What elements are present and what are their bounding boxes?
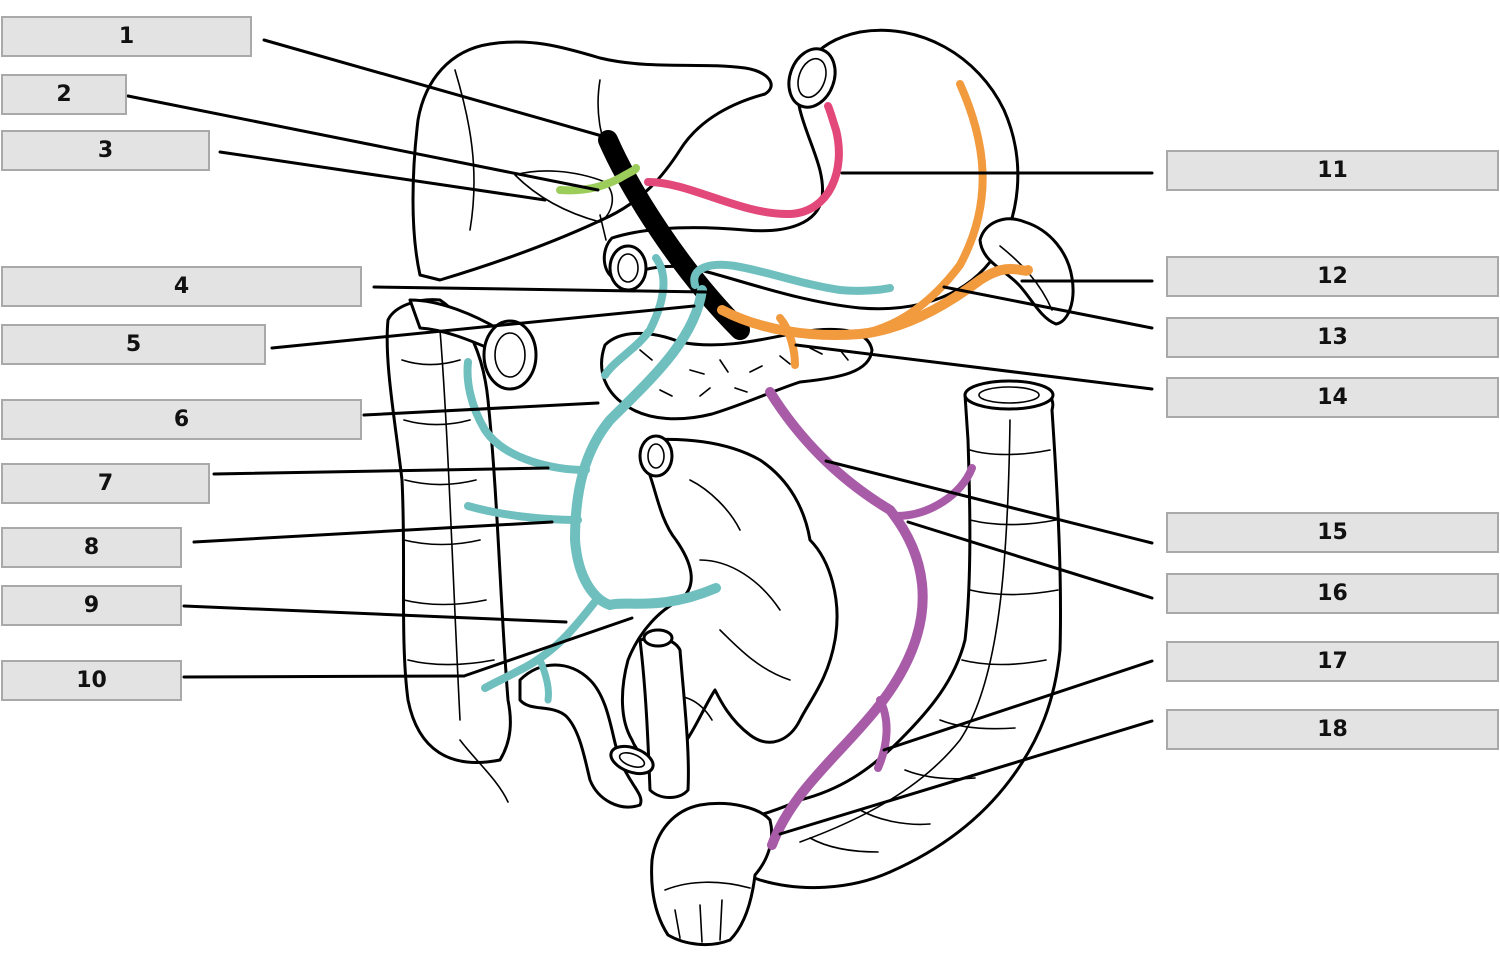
label-box-8[interactable]: 8	[1, 527, 182, 568]
label-box-12[interactable]: 12	[1166, 256, 1499, 297]
label-text-11: 11	[1317, 158, 1348, 183]
label-text-9: 9	[83, 593, 100, 618]
label-box-7[interactable]: 7	[1, 463, 210, 504]
leader-7	[212, 466, 550, 476]
label-text-18: 18	[1317, 717, 1348, 742]
label-box-6[interactable]: 6	[1, 399, 362, 440]
label-text-2: 2	[56, 82, 72, 107]
small-intestine	[518, 434, 839, 809]
label-text-12: 12	[1317, 264, 1348, 289]
label-text-5: 5	[125, 332, 142, 357]
label-box-2[interactable]: 2	[1, 74, 127, 115]
pancreaticoduodenal-vein	[601, 254, 668, 379]
label-box-18[interactable]: 18	[1166, 709, 1499, 750]
stomach	[602, 28, 1031, 311]
superior-mesenteric-vein	[570, 285, 721, 610]
left-gastric-vein	[644, 102, 843, 219]
label-box-11[interactable]: 11	[1166, 150, 1499, 191]
leader-17	[882, 659, 1154, 752]
label-box-15[interactable]: 15	[1166, 512, 1499, 553]
descending-colon	[708, 379, 1063, 890]
rectum	[650, 801, 774, 946]
leader-lines	[126, 38, 1154, 836]
right-colic-vein	[464, 502, 582, 524]
label-text-13: 13	[1317, 325, 1348, 350]
splenic-vein	[717, 264, 1033, 340]
label-text-14: 14	[1317, 385, 1348, 410]
middle-colic-vein	[463, 358, 590, 474]
leader-1	[262, 38, 604, 138]
sigmoid-vein	[874, 696, 891, 772]
leader-6	[362, 401, 600, 417]
label-text-17: 17	[1317, 649, 1348, 674]
label-text-6: 6	[173, 407, 190, 432]
leader-10	[182, 674, 466, 679]
label-text-4: 4	[173, 274, 190, 299]
label-box-16[interactable]: 16	[1166, 573, 1499, 614]
leader-4	[372, 285, 708, 294]
label-text-1: 1	[118, 24, 135, 49]
leader-15	[824, 459, 1154, 545]
label-box-17[interactable]: 17	[1166, 641, 1499, 682]
leader-18	[778, 719, 1154, 836]
label-text-10: 10	[76, 668, 107, 693]
cystic-vein	[556, 164, 640, 195]
label-box-9[interactable]: 9	[1, 585, 182, 626]
leader-5	[270, 304, 696, 350]
label-text-16: 16	[1317, 581, 1348, 606]
ileal-vein	[536, 656, 552, 704]
label-text-3: 3	[97, 138, 114, 163]
label-box-3[interactable]: 3	[1, 130, 210, 171]
leader-13	[942, 285, 1154, 330]
label-text-8: 8	[83, 535, 100, 560]
left-gastroepiploic-vein	[856, 80, 987, 338]
leader-10b	[462, 616, 634, 678]
label-box-13[interactable]: 13	[1166, 317, 1499, 358]
leader-16	[906, 520, 1154, 600]
liver	[411, 40, 773, 282]
leader-14	[794, 343, 1154, 391]
leader-8	[192, 520, 554, 544]
label-box-1[interactable]: 1	[1, 16, 252, 57]
leader-3	[218, 150, 547, 202]
leader-9	[182, 604, 568, 624]
label-text-7: 7	[97, 471, 114, 496]
label-box-10[interactable]: 10	[1, 660, 182, 701]
label-box-4[interactable]: 4	[1, 266, 362, 307]
pancreatic-vein	[776, 314, 799, 369]
ileocolic-vein	[481, 594, 602, 692]
inferior-mesenteric-vein	[765, 387, 928, 850]
right-gastric-vein	[690, 260, 894, 295]
label-text-15: 15	[1317, 520, 1348, 545]
transverse-colon	[408, 298, 538, 391]
portal-vein	[598, 130, 750, 340]
leader-2	[126, 94, 600, 192]
label-box-5[interactable]: 5	[1, 324, 266, 365]
left-colic-vein	[892, 464, 976, 520]
label-box-14[interactable]: 14	[1166, 377, 1499, 418]
